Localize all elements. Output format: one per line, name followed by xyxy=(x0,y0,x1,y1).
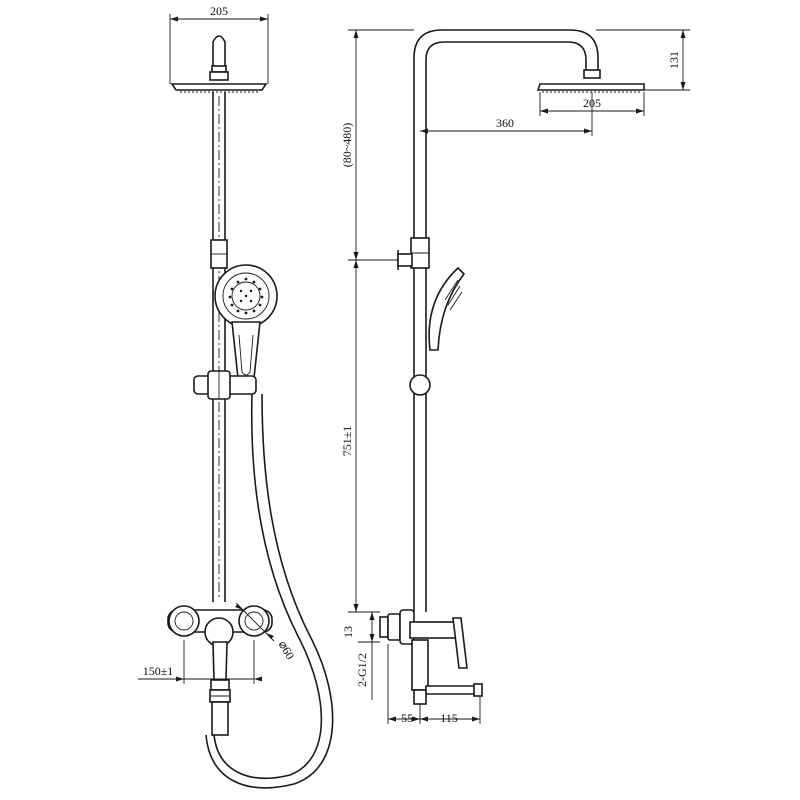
front-arm-end xyxy=(212,35,226,70)
spout-length-label: 115 xyxy=(440,711,458,725)
thread-spec-label: 2-G1/2 xyxy=(355,653,369,687)
side-column-arm xyxy=(410,29,599,612)
valve-centers-dimension: 150±1 xyxy=(138,640,262,684)
front-slider-bracket xyxy=(193,370,257,400)
valve-centers-label: 150±1 xyxy=(143,664,174,678)
side-valve xyxy=(379,609,483,705)
front-head-width-label: 205 xyxy=(210,4,228,18)
thread-dimension: 13 2-G1/2 xyxy=(341,611,380,700)
spout-dimensions: 55 115 xyxy=(387,644,481,725)
front-view: 205 xyxy=(138,4,334,789)
front-hose xyxy=(205,393,334,789)
side-hand-shower xyxy=(409,266,466,396)
side-view: 131 205 360 xyxy=(340,29,690,725)
column-height-label: 751±1 xyxy=(340,426,354,457)
arm-reach-label: 360 xyxy=(496,116,514,130)
spray-nozzles xyxy=(228,277,264,315)
escutcheon-label: ⌀60 xyxy=(276,638,298,662)
vertical-dimensions: (80~480) 751±1 xyxy=(340,29,414,613)
front-head-width-dimension: 205 xyxy=(169,4,269,84)
head-height-label: 131 xyxy=(667,51,681,69)
front-column xyxy=(210,92,228,602)
slide-range-label: (80~480) xyxy=(340,123,354,167)
front-rain-head xyxy=(170,83,268,91)
inlet-offset-label: 55 xyxy=(401,711,413,725)
thread-size-label: 13 xyxy=(341,626,355,638)
arm-reach-dimension: 360 xyxy=(420,92,593,136)
side-rain-head xyxy=(536,69,645,93)
head-height-dimension: 131 xyxy=(596,29,690,91)
